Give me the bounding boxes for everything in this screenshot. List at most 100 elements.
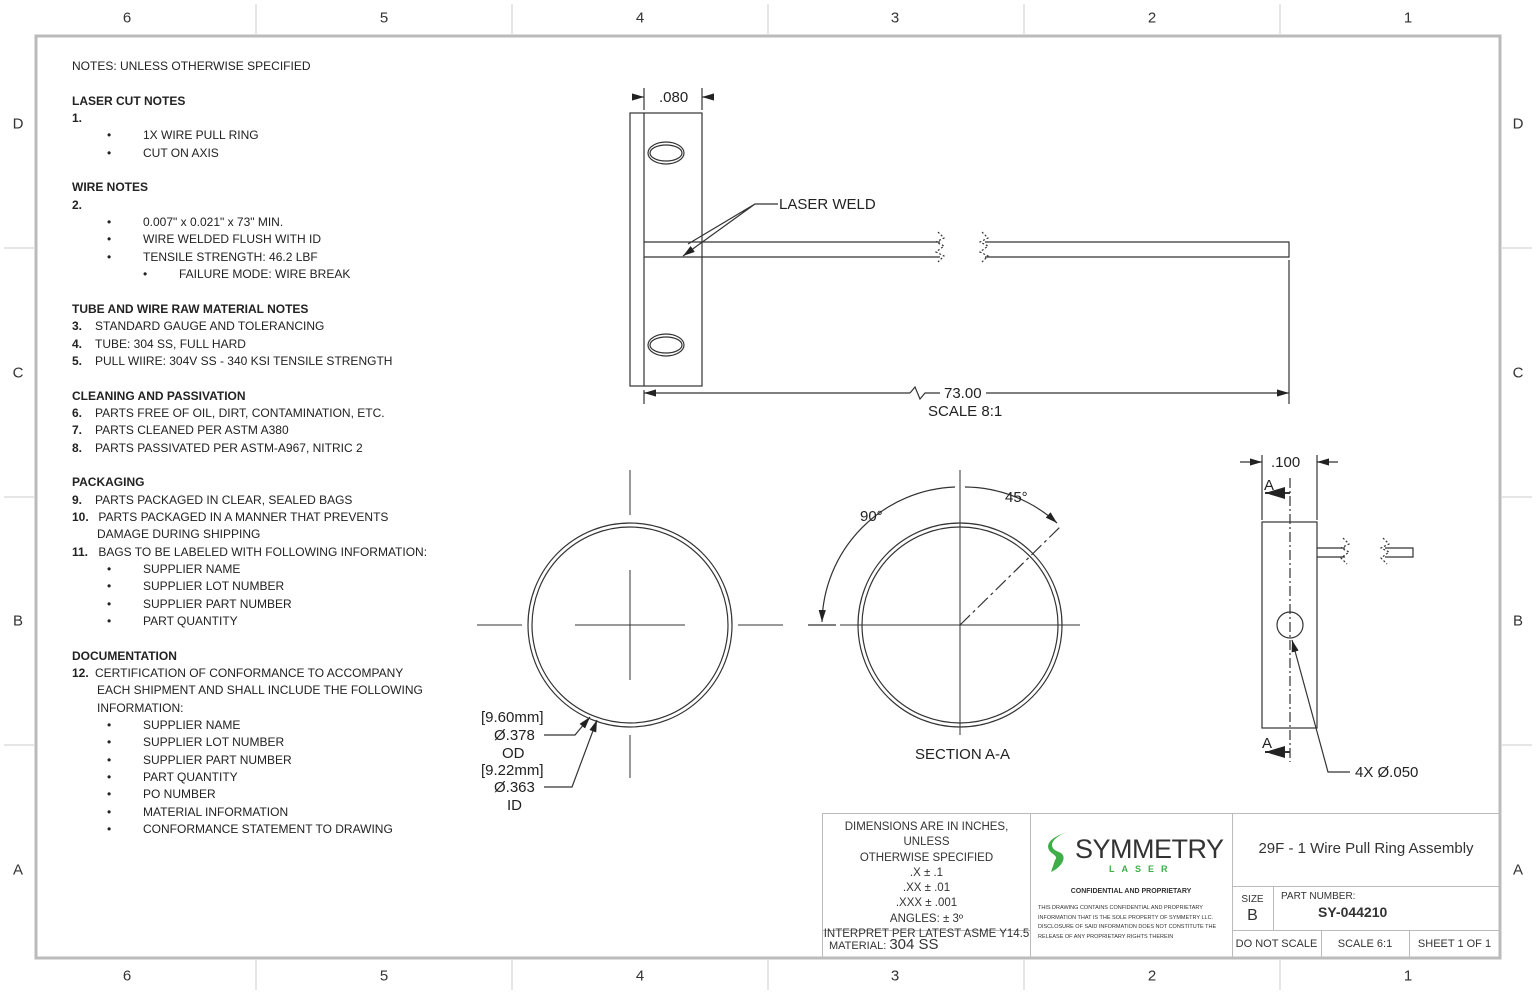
tolerance-line: .XX ± .01 — [902, 882, 951, 895]
zone-row-label: A — [1512, 861, 1524, 879]
section-label: SECTION A-A — [915, 746, 1010, 763]
zone-column-label: 3 — [890, 967, 900, 985]
notes-section-heading: CLEANING AND PASSIVATION — [72, 388, 246, 403]
note-number: 2. — [72, 197, 83, 212]
bullet-icon: • — [107, 215, 112, 230]
zone-row-label: A — [12, 861, 24, 879]
note-text: 0.007" x 0.021" x 73" MIN. — [143, 215, 284, 230]
bullet-icon: • — [107, 735, 112, 750]
notes-section-heading: WIRE NOTES — [72, 180, 149, 195]
note-text: SUPPLIER PART NUMBER — [143, 596, 292, 611]
note-line: INFORMATION: — [72, 700, 452, 717]
bullet-icon: • — [143, 267, 148, 282]
note-line: 2. — [72, 197, 452, 214]
logo-text: SYMMETRY — [1075, 834, 1224, 864]
zone-row-label: B — [12, 612, 24, 630]
note-line: •PART QUANTITY — [72, 769, 452, 786]
note-text: PARTS PACKAGED IN CLEAR, SEALED BAGS — [95, 492, 353, 507]
note-line: • SUPPLIER PART NUMBER — [72, 596, 452, 613]
note-line: •CUT ON AXIS — [72, 145, 452, 162]
note-number: 10. — [72, 509, 89, 524]
angle-45: 45° — [1005, 489, 1028, 506]
note-text: PARTS PACKAGED IN A MANNER THAT PREVENTS — [95, 509, 389, 524]
logo-s-icon — [1048, 832, 1067, 872]
zone-row-label: D — [12, 115, 24, 133]
zone-column-label: 3 — [890, 9, 900, 27]
note-text: STANDARD GAUGE AND TOLERANCING — [95, 319, 325, 334]
note-line: DAMAGE DURING SHIPPING — [72, 526, 452, 543]
zone-row-label: C — [12, 364, 24, 382]
part-number: SY-044210 — [1318, 904, 1388, 920]
bullet-icon: • — [107, 614, 112, 628]
note-number: 7. — [72, 423, 83, 438]
zone-column-label: 5 — [379, 967, 389, 985]
zone-row-label: D — [1512, 115, 1524, 133]
note-line: 6.PARTS FREE OF OIL, DIRT, CONTAMINATION… — [72, 405, 452, 422]
company-logo: SYMMETRY LASER — [1045, 830, 1224, 879]
part-number-label: PART NUMBER: — [1281, 891, 1356, 902]
section-mark-top: A — [1264, 477, 1274, 494]
note-line: 12. CERTIFICATION OF CONFORMANCE TO ACCOM… — [72, 665, 452, 682]
tolerance-line: ANGLES: ± 3º — [889, 912, 964, 925]
bullet-icon: • — [107, 561, 112, 576]
confidential-text: THIS DRAWING CONTAINS CONFIDENTIAL AND P… — [1038, 905, 1217, 940]
note-line: 8.PARTS PASSIVATED PER ASTM-A967, NITRIC… — [72, 440, 452, 457]
notes-section-heading: DOCUMENTATION — [72, 648, 177, 663]
note-text: SUPPLIER LOT NUMBER — [143, 735, 285, 750]
bullet-icon: • — [107, 128, 112, 143]
note-line: 10. PARTS PACKAGED IN A MANNER THAT PREV… — [72, 509, 452, 526]
scale: SCALE 6:1 — [1337, 938, 1393, 950]
notes-section-heading: TUBE AND WIRE RAW MATERIAL NOTES — [72, 301, 309, 316]
end-view — [477, 470, 783, 788]
thickness-dimension: .080 — [659, 89, 688, 106]
bullet-icon: • — [107, 249, 112, 264]
side-view — [1240, 455, 1414, 773]
bullet-icon: • — [107, 787, 112, 802]
note-line: •SUPPLIER LOT NUMBER — [72, 578, 452, 595]
note-text: WIRE WELDED FLUSH WITH ID — [143, 232, 322, 247]
note-text: PARTS FREE OF OIL, DIRT, CONTAMINATION, … — [95, 405, 385, 420]
bullet-icon: • — [107, 596, 112, 611]
material-value: 304 SS — [889, 936, 939, 953]
size-label: SIZE — [1241, 894, 1264, 905]
note-line: 7.PARTS CLEANED PER ASTM A380 — [72, 422, 452, 439]
angle-90: 90° — [860, 508, 883, 525]
note-number: 8. — [72, 440, 83, 455]
note-line: 4.TUBE: 304 SS, FULL HARD — [72, 336, 452, 353]
section-mark-bottom: A — [1262, 735, 1272, 752]
note-number: 5. — [72, 353, 83, 368]
note-line: •CONFORMANCE STATEMENT TO DRAWING — [72, 821, 452, 838]
note-text: MATERIAL INFORMATION — [143, 804, 289, 819]
holes-callout: 4X Ø.050 — [1355, 764, 1418, 781]
tolerance-line: OTHERWISE SPECIFIED — [859, 851, 994, 864]
note-line: •WIRE WELDED FLUSH WITH ID — [72, 231, 452, 248]
note-text: TENSILE STRENGTH: 46.2 LBF — [143, 249, 318, 264]
zone-column-label: 2 — [1147, 967, 1157, 985]
zone-column-label: 4 — [635, 9, 645, 27]
zone-column-label: 5 — [379, 9, 389, 27]
zone-column-label: 6 — [122, 9, 132, 27]
note-text: CERTIFICATION OF CONFORMANCE TO ACCOMPAN… — [95, 666, 404, 681]
od-mm: [9.60mm] — [481, 709, 544, 726]
bullet-icon: • — [107, 579, 112, 594]
id-mm: [9.22mm] — [481, 762, 544, 779]
note-line: EACH SHIPMENT AND SHALL INCLUDE THE FOLL… — [72, 682, 452, 699]
drawing-title: 29F - 1 Wire Pull Ring Assembly — [1258, 840, 1474, 857]
logo-subtext: LASER — [1109, 864, 1175, 874]
laser-weld-label: LASER WELD — [779, 196, 876, 213]
note-line: • 0.007" x 0.021" x 73" MIN. — [72, 214, 452, 231]
bullet-icon: • — [107, 718, 112, 733]
note-text: PART QUANTITY — [143, 614, 238, 628]
note-text: BAGS TO BE LABELED WITH FOLLOWING INFORM… — [95, 544, 428, 559]
note-text: EACH SHIPMENT AND SHALL INCLUDE THE FOLL… — [97, 683, 423, 698]
note-text: DAMAGE DURING SHIPPING — [97, 527, 261, 542]
top-view-scale: SCALE 8:1 — [928, 403, 1002, 420]
note-text: FAILURE MODE: WIRE BREAK — [179, 267, 351, 282]
note-line: •SUPPLIER NAME — [72, 561, 452, 578]
note-number: 12. — [72, 666, 89, 681]
width-dimension: .100 — [1271, 454, 1300, 471]
